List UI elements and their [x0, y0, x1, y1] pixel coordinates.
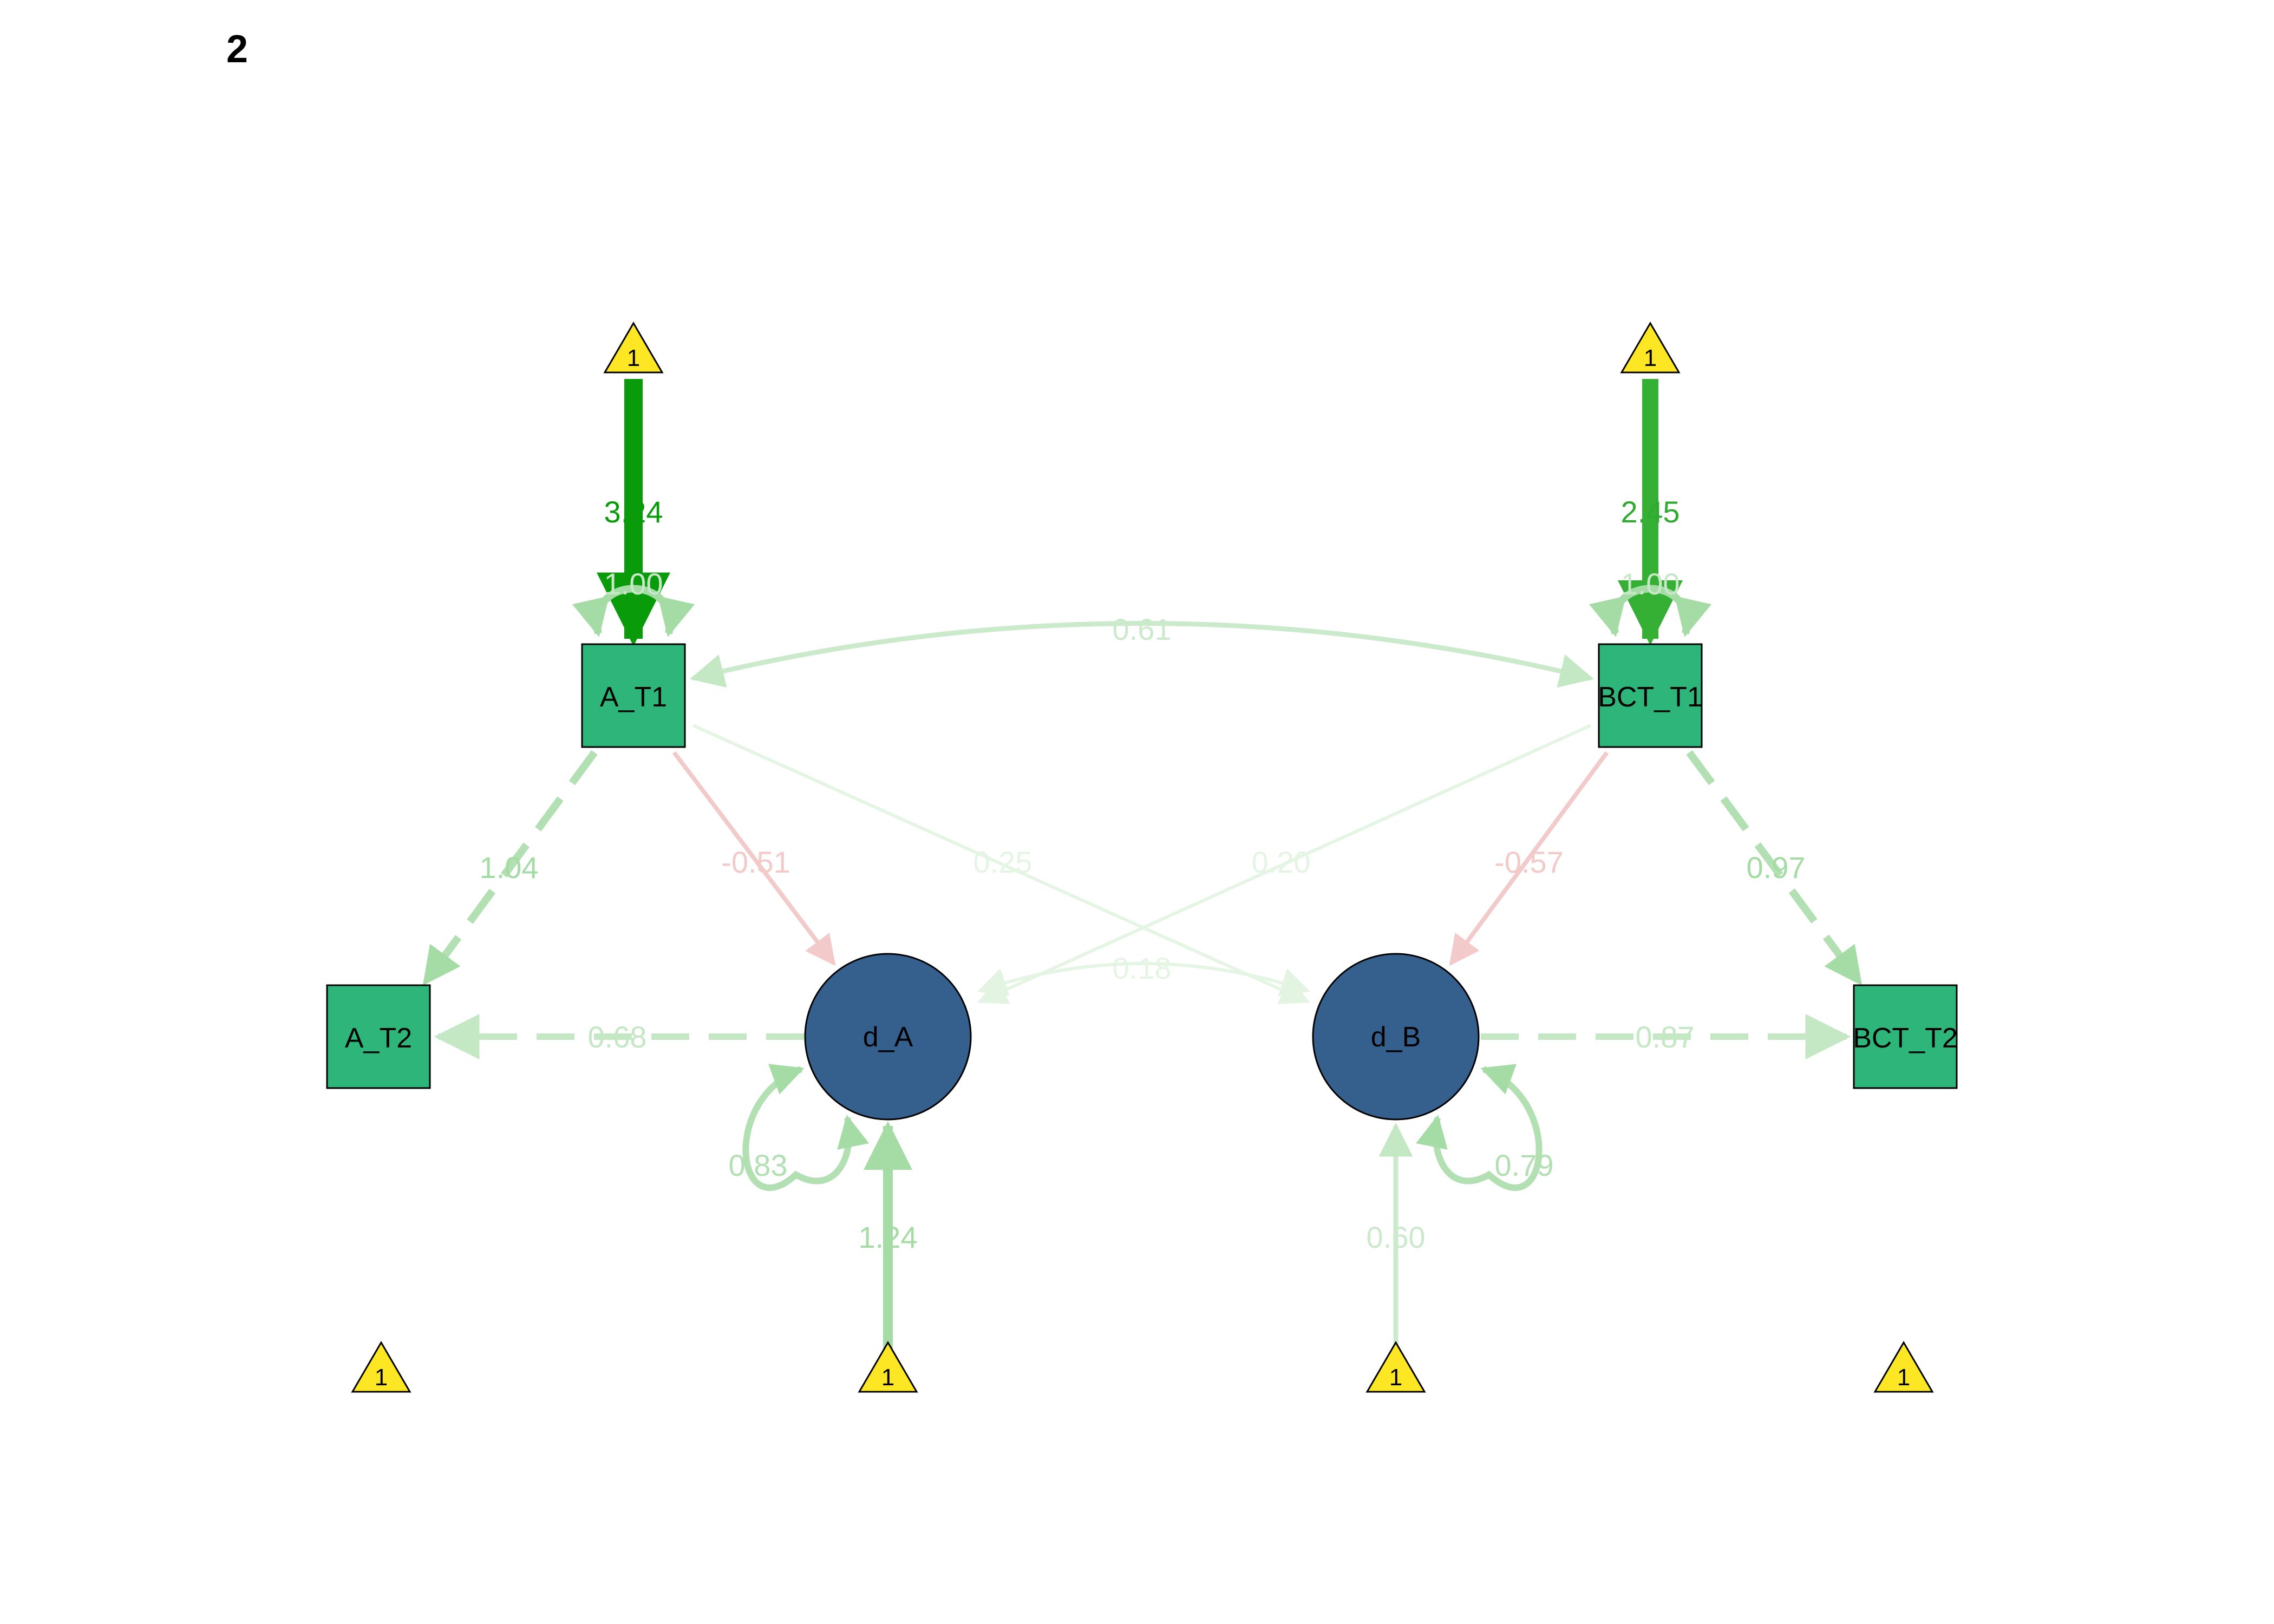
- label-covariance-t1: 0.61: [1113, 612, 1172, 646]
- edge-bct-t1-d-b: [1449, 751, 1609, 966]
- node-bct-t2: [1853, 984, 1958, 1089]
- label-bct-t1-d-a: 0.20: [1252, 845, 1311, 879]
- label-variance-d-a: 0.83: [729, 1148, 788, 1182]
- label-intercept-d-a: 1.24: [859, 1220, 918, 1254]
- edges: [422, 379, 1863, 1351]
- label-variance-bct-t1: 1.00: [1621, 567, 1680, 601]
- intercept-triangle-d-b: [1365, 1341, 1426, 1393]
- plot-label: 2: [226, 28, 248, 71]
- label-intercept-a-t1: 3.24: [604, 495, 663, 529]
- edge-bct-t1-d-a: [977, 724, 1592, 1004]
- intercept-label-bct-t1: 1: [1644, 345, 1657, 371]
- intercept-triangle-bct-t1: [1620, 322, 1681, 374]
- label-intercept-bct-t1: 2.45: [1621, 495, 1680, 529]
- manifest-nodes: A_T1 BCT_T1 A_T2 BCT_T2: [326, 643, 1958, 1089]
- node-a-t1-label: A_T1: [600, 682, 667, 713]
- node-d-a-label: d_A: [863, 1021, 913, 1053]
- intercept-triangle-d-a: [858, 1341, 918, 1393]
- label-bct-t1-d-b: -0.57: [1494, 845, 1564, 879]
- edge-labels: 3.24 2.45 1.00 1.00 0.61 1.04 -0.51 0.25…: [480, 495, 1806, 1254]
- edge-a-t1-d-b: [692, 724, 1310, 1004]
- label-intercept-d-b: 0.60: [1367, 1220, 1426, 1254]
- edge-a-t1-a-t2: [422, 750, 598, 986]
- node-bct-t1-label: BCT_T1: [1598, 682, 1703, 713]
- edge-variance-bct-t1: [1589, 585, 1712, 637]
- edge-variance-d-a: [742, 1064, 869, 1191]
- intercept-triangle-a-t2: [351, 1341, 411, 1393]
- label-d-a-a-t2: 0.68: [588, 1020, 647, 1054]
- label-covariance-d: 0.18: [1113, 951, 1172, 985]
- label-a-t1-d-a: -0.51: [721, 845, 790, 879]
- label-a-t1-d-b: 0.25: [973, 845, 1033, 879]
- intercept-label-bct-t2: 1: [1897, 1364, 1910, 1391]
- label-bct-t1-bct-t2: 0.97: [1747, 850, 1806, 885]
- intercept-label-a-t2: 1: [375, 1364, 388, 1391]
- edge-bct-t1-bct-t2: [1686, 750, 1863, 986]
- intercept-nodes: 1 1 1 1 1 1: [351, 322, 1934, 1393]
- intercept-label-d-a: 1: [881, 1364, 894, 1391]
- node-bct-t1: [1598, 643, 1703, 748]
- edge-variance-a-t1: [572, 585, 695, 637]
- node-d-b: [1312, 953, 1480, 1121]
- node-a-t2-label: A_T2: [345, 1023, 412, 1054]
- intercept-triangle-bct-t2: [1873, 1341, 1934, 1393]
- intercept-label-d-b: 1: [1389, 1364, 1402, 1391]
- node-d-a: [804, 953, 972, 1121]
- edge-a-t1-d-a: [672, 751, 836, 966]
- label-a-t1-a-t2: 1.04: [480, 850, 539, 885]
- intercept-triangle-a-t1: [603, 322, 664, 374]
- node-a-t1: [581, 643, 686, 748]
- node-a-t2: [326, 984, 431, 1089]
- node-d-b-label: d_B: [1371, 1021, 1421, 1053]
- node-bct-t2-label: BCT_T2: [1853, 1023, 1958, 1054]
- label-variance-a-t1: 1.00: [604, 567, 663, 601]
- latent-nodes: d_A d_B: [804, 953, 1480, 1121]
- edge-covariance-d: [977, 962, 1311, 997]
- intercept-label-a-t1: 1: [627, 345, 640, 371]
- label-d-b-bct-t2: 0.87: [1636, 1020, 1695, 1054]
- edge-covariance-t1: [689, 621, 1595, 688]
- label-variance-d-b: 0.79: [1495, 1148, 1554, 1182]
- edge-variance-d-b: [1416, 1064, 1543, 1191]
